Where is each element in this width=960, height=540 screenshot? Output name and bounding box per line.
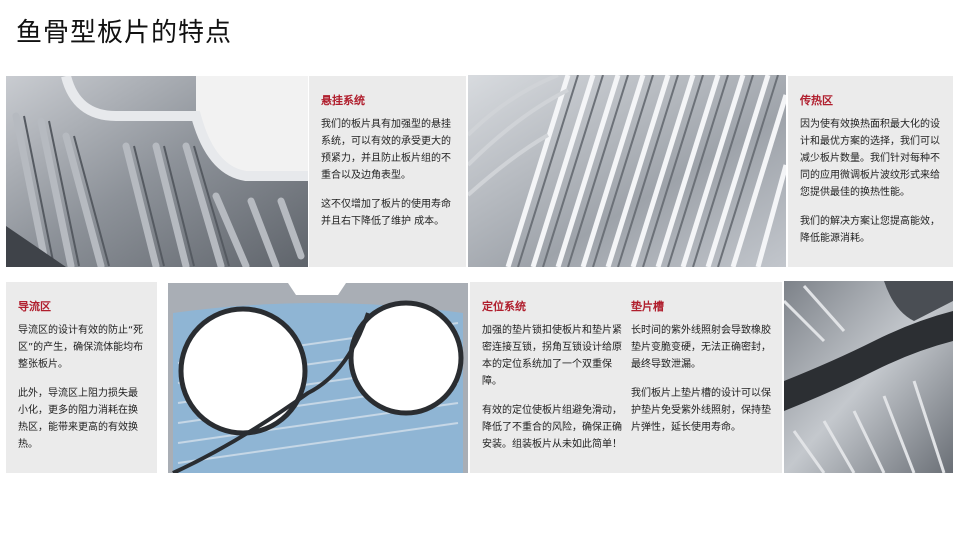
page-title: 鱼骨型板片的特点 (16, 18, 233, 48)
flow-distribution-text-1: 导流区的设计有效的防止“死区”的产生，确保流体能均布整张板片。 (18, 325, 144, 370)
suspension-text-2: 这不仅增加了板片的使用寿命并且右下降低了维护 成本。 (321, 199, 451, 227)
heat-transfer-heading: 传热区 (800, 94, 833, 107)
gasket-groove-heading: 垫片槽 (631, 300, 664, 313)
positioning-text-1: 加强的垫片锁扣使板片和垫片紧密连接互锁，拐角互锁设计给原本的定位系统加了一个双重… (482, 325, 622, 387)
positioning-column: 定位系统 加强的垫片锁扣使板片和垫片紧密连接互锁，拐角互锁设计给原本的定位系统加… (482, 298, 623, 465)
gasket-groove-column: 垫片槽 长时间的紫外线照射会导致橡胶垫片变脆变硬，无法正确密封，最终导致泄漏。 … (631, 298, 772, 465)
gasket-ports-photo (168, 283, 468, 473)
suspension-heading: 悬挂系统 (321, 94, 365, 107)
suspension-text-1: 我们的板片具有加强型的悬挂系统，可以有效的承受更大的预紧力，并且防止板片组的不重… (321, 119, 451, 181)
plate-hanger-photo (6, 76, 308, 267)
positioning-gasket-panel: 定位系统 加强的垫片锁扣使板片和垫片紧密连接互锁，拐角互锁设计给原本的定位系统加… (470, 282, 782, 473)
heat-transfer-panel: 传热区 因为使有效换热面积最大化的设计和最优方案的选择，我们可以减少板片数量。我… (788, 76, 953, 267)
suspension-panel: 悬挂系统 我们的板片具有加强型的悬挂系统，可以有效的承受更大的预紧力，并且防止板… (309, 76, 466, 267)
flow-distribution-heading: 导流区 (18, 300, 51, 313)
positioning-text-2: 有效的定位使板片组避免滑动，降低了不重合的风险，确保正确安装。组装板片从未如此简… (482, 405, 622, 450)
gasket-groove-photo (784, 281, 953, 473)
positioning-heading: 定位系统 (482, 300, 526, 313)
gasket-groove-text-1: 长时间的紫外线照射会导致橡胶垫片变脆变硬，无法正确密封，最终导致泄漏。 (631, 325, 771, 370)
herringbone-photo (468, 75, 786, 267)
gasket-groove-text-2: 我们板片上垫片槽的设计可以保护垫片免受紫外线照射，保持垫片弹性，延长使用寿命。 (631, 388, 771, 433)
heat-transfer-text-2: 我们的解决方案让您提高能效，降低能源消耗。 (800, 216, 940, 244)
flow-distribution-text-2: 此外，导流区上阻力损失最小化，更多的阻力消耗在换热区，能带来更高的有效换热。 (18, 388, 138, 450)
flow-distribution-panel: 导流区 导流区的设计有效的防止“死区”的产生，确保流体能均布整张板片。 此外，导… (6, 282, 157, 473)
heat-transfer-text-1: 因为使有效换热面积最大化的设计和最优方案的选择，我们可以减少板片数量。我们针对每… (800, 119, 940, 198)
